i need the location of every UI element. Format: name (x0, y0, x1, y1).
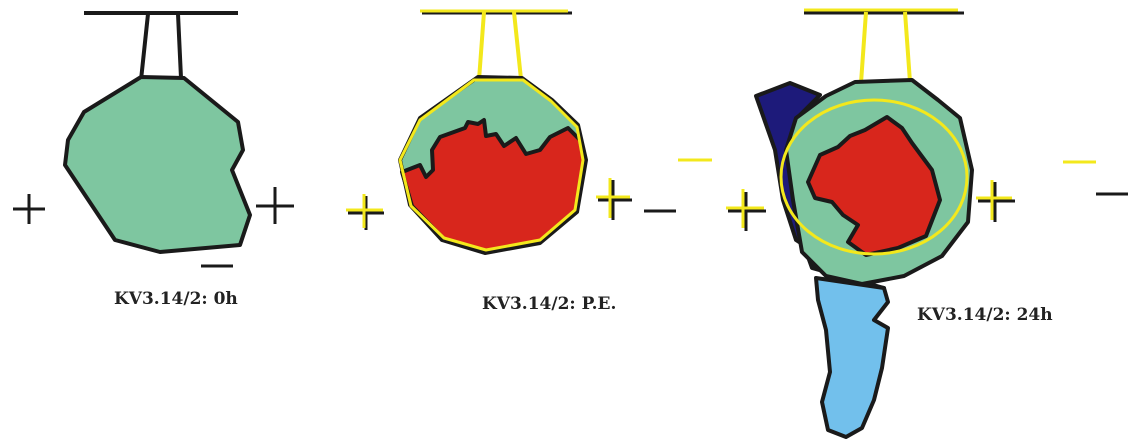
panel-0h (13, 13, 294, 266)
panel-pe-plus-right (596, 178, 632, 220)
panel-pe-plus-left (346, 194, 384, 230)
panel-24h-light-blue-region (816, 278, 888, 437)
panel-0h-plus-right (256, 187, 294, 224)
panel-24h-plus-right (976, 180, 1015, 222)
panel-24h-plus-left (726, 189, 766, 231)
caption-24h: KV3.14/2: 24h (917, 305, 1053, 325)
panel-24h-stalk (861, 12, 910, 83)
caption-0h: KV3.14/2: 0h (114, 289, 238, 309)
panel-0h-stalk (141, 14, 181, 80)
panel-0h-plus-left (13, 194, 45, 224)
panel-0h-green-body (65, 77, 250, 252)
caption-pe: KV3.14/2: P.E. (482, 294, 616, 314)
panel-pe-stalk (479, 12, 521, 80)
panel-pe (346, 11, 712, 253)
panel-24h (726, 10, 1128, 437)
